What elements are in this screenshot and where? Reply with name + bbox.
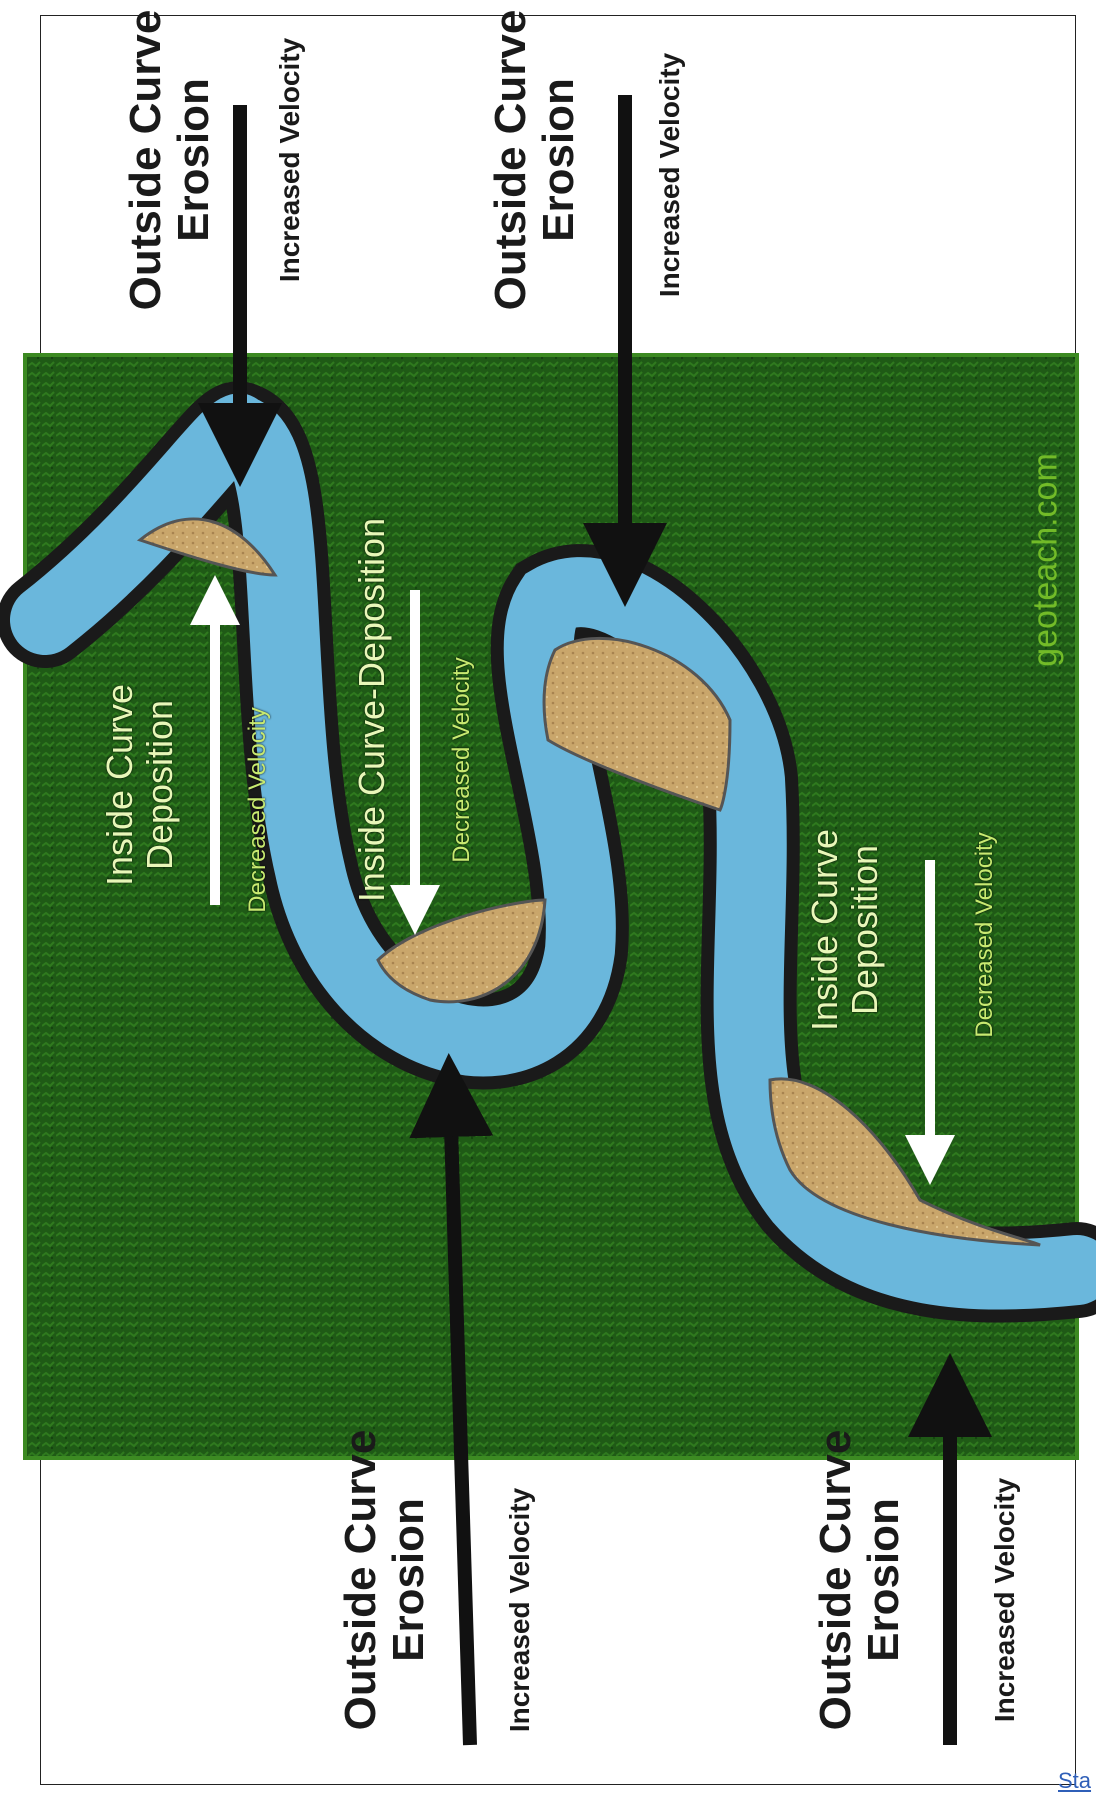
label-line1: Outside Curve — [812, 1430, 860, 1731]
watermark-text: geoteach.com — [1027, 453, 1066, 667]
label-line2: Erosion — [385, 1430, 433, 1731]
label-line2: Erosion — [860, 1430, 908, 1731]
outside-curve-label-top-left: Outside Curve Erosion — [122, 10, 218, 311]
label-line2: Erosion — [535, 10, 583, 311]
outside-curve-label-top-right: Outside Curve Erosion — [487, 10, 583, 311]
label-line1: Inside Curve — [805, 829, 845, 1031]
increased-velocity-top-right: Increased Velocity — [654, 53, 686, 297]
outside-curve-label-bottom-right: Outside Curve Erosion — [812, 1430, 908, 1731]
increased-velocity-bottom-right: Increased Velocity — [989, 1478, 1021, 1722]
label-line1: Outside Curve — [122, 10, 170, 311]
inside-curve-label-mid: Inside Curve-Deposition — [352, 518, 392, 902]
label-line2: Erosion — [170, 10, 218, 311]
label-line1: Outside Curve — [487, 10, 535, 311]
decreased-velocity-top: Decreased Velocity — [244, 707, 272, 912]
inside-curve-label-top: Inside Curve Deposition — [100, 684, 180, 886]
label-line2: Deposition — [140, 684, 180, 886]
corner-link-text[interactable]: Sta — [1058, 1768, 1091, 1794]
label-line2: Deposition — [845, 829, 885, 1031]
label-line1: Inside Curve — [100, 684, 140, 886]
label-line1: Inside Curve-Deposition — [352, 518, 392, 902]
decreased-velocity-bottom: Decreased Velocity — [971, 832, 999, 1037]
outside-curve-label-bottom-left: Outside Curve Erosion — [337, 1430, 433, 1731]
increased-velocity-bottom-left: Increased Velocity — [504, 1488, 536, 1732]
increased-velocity-top-left: Increased Velocity — [274, 38, 306, 282]
inside-curve-label-bottom: Inside Curve Deposition — [805, 829, 885, 1031]
decreased-velocity-mid: Decreased Velocity — [448, 657, 476, 862]
label-line1: Outside Curve — [337, 1430, 385, 1731]
